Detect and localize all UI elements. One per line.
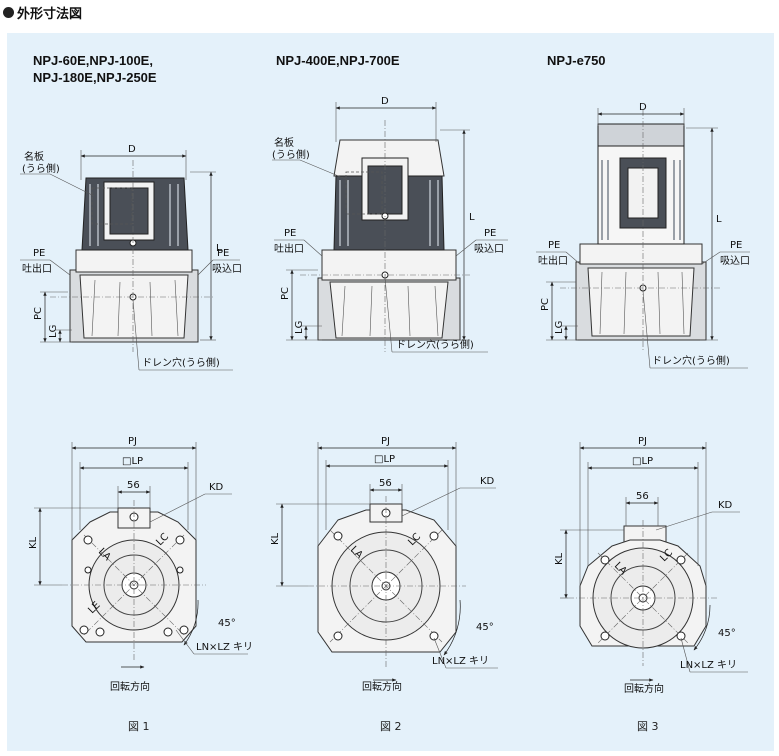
fig2-pump-casing (329, 281, 449, 339)
bullet-icon (3, 6, 14, 18)
fig2-outlet-label: 吐出口 (274, 242, 304, 255)
figure-3-model-title: NPJ-e750 (547, 53, 606, 68)
figure-2-bottom-view (276, 442, 498, 682)
fig3-pump-casing (587, 267, 695, 337)
section-header: 外形寸法図 (3, 1, 82, 23)
fig1-pump-casing (79, 274, 189, 339)
fig3-flange (579, 243, 703, 265)
fig1-dim-lp: □LP (122, 456, 143, 467)
fig1-pe-right: PE (217, 248, 229, 259)
fig1-dim-kd: KD (209, 482, 224, 493)
figure-1-model-line-2: NPJ-180E,NPJ-250E (33, 70, 157, 85)
figure-3-side-view (536, 108, 750, 369)
fig1-nameplate-label-2: (うら側) (22, 162, 60, 175)
figure-1-model-line-1: NPJ-60E,NPJ-100E, (33, 53, 153, 68)
figure-2-side-view (272, 102, 508, 353)
fig3-dim-pc: PC (540, 298, 551, 311)
fig3-dim-kl: KL (554, 552, 565, 565)
fig1-dim-pc: PC (33, 307, 44, 320)
fig2-pe-left: PE (284, 228, 296, 239)
fig2-dim-lp: □LP (374, 454, 395, 465)
fig1-rotation: 回転方向 (110, 680, 150, 693)
fig1-dim-56: 56 (127, 480, 140, 491)
fig3-dim-kd: KD (718, 500, 733, 511)
fig2-angle: 45° (476, 622, 494, 633)
fig2-drain-label: ドレン穴(うら側) (396, 338, 474, 351)
fig1-nameplate-label-1: 名板 (24, 150, 44, 163)
figure-2-caption: 図 2 (380, 720, 402, 733)
fig2-dim-pj: PJ (381, 436, 390, 447)
fig2-nameplate-label-2: (うら側) (272, 148, 310, 161)
fig2-inlet-label: 吸込口 (474, 243, 504, 255)
fig2-dim-56: 56 (379, 478, 392, 489)
fig1-nameplate (91, 187, 133, 225)
fig3-dim-lp: □LP (632, 456, 653, 467)
fig1-inlet-label: 吸込口 (212, 263, 242, 275)
figure-1-model-title: NPJ-60E,NPJ-100E, NPJ-180E,NPJ-250E (33, 52, 157, 86)
fig3-pe-right: PE (730, 240, 742, 251)
fig2-dim-lg: LG (294, 321, 305, 334)
fig3-dim-lg: LG (554, 321, 565, 334)
fig2-rotation: 回転方向 (362, 680, 402, 693)
fig3-dim-l: L (716, 214, 722, 225)
fig3-pe-left: PE (548, 240, 560, 251)
fig1-dim-lg: LG (48, 325, 59, 338)
fig1-angle: 45° (218, 618, 236, 629)
figure-1-bottom-view (34, 442, 248, 669)
fig2-dim-kl: KL (270, 532, 281, 545)
fig2-dim-kd: KD (480, 476, 495, 487)
fig2-holes: LN×LZ キリ (432, 656, 489, 667)
fig3-outlet-label: 吐出口 (538, 254, 568, 267)
fig1-dim-pj: PJ (128, 436, 137, 447)
fig2-pe-right: PE (484, 228, 496, 239)
fig3-dim-d: D (639, 102, 647, 113)
fig2-flange (321, 249, 457, 281)
fig3-dim-pj: PJ (638, 436, 647, 447)
fig2-dim-l: L (469, 212, 475, 223)
figure-1-side-view (20, 150, 240, 371)
fig1-dim-d: D (128, 144, 136, 155)
figure-3-bottom-view (560, 442, 748, 682)
fig3-motor-fan-cover (597, 123, 685, 147)
section-title: 外形寸法図 (17, 6, 83, 22)
fig3-drain-label: ドレン穴(うら側) (652, 354, 730, 367)
fig3-angle: 45° (718, 628, 736, 639)
fig1-holes: LN×LZ キリ (196, 642, 253, 653)
figure-2-model-title: NPJ-400E,NPJ-700E (276, 53, 400, 68)
fig1-dim-kl: KL (28, 536, 39, 549)
fig2-nameplate (345, 171, 383, 215)
fig2-dim-pc: PC (280, 287, 291, 300)
figure-1-caption: 図 1 (128, 720, 150, 733)
fig3-inlet-label: 吸込口 (720, 255, 750, 267)
fig3-holes: LN×LZ キリ (680, 660, 737, 671)
fig1-flange (75, 249, 193, 273)
fig1-dim-l: L (216, 243, 222, 254)
fig1-drain-label: ドレン穴(うら側) (142, 356, 220, 369)
fig1-pe-left: PE (33, 248, 45, 259)
fig2-dim-d: D (381, 96, 389, 107)
fig3-rotation: 回転方向 (624, 682, 664, 695)
fig2-nameplate-label-1: 名板 (274, 136, 294, 149)
fig3-dim-56: 56 (636, 491, 649, 502)
fig1-outlet-label: 吐出口 (22, 262, 52, 275)
figure-3-caption: 図 3 (637, 720, 659, 733)
